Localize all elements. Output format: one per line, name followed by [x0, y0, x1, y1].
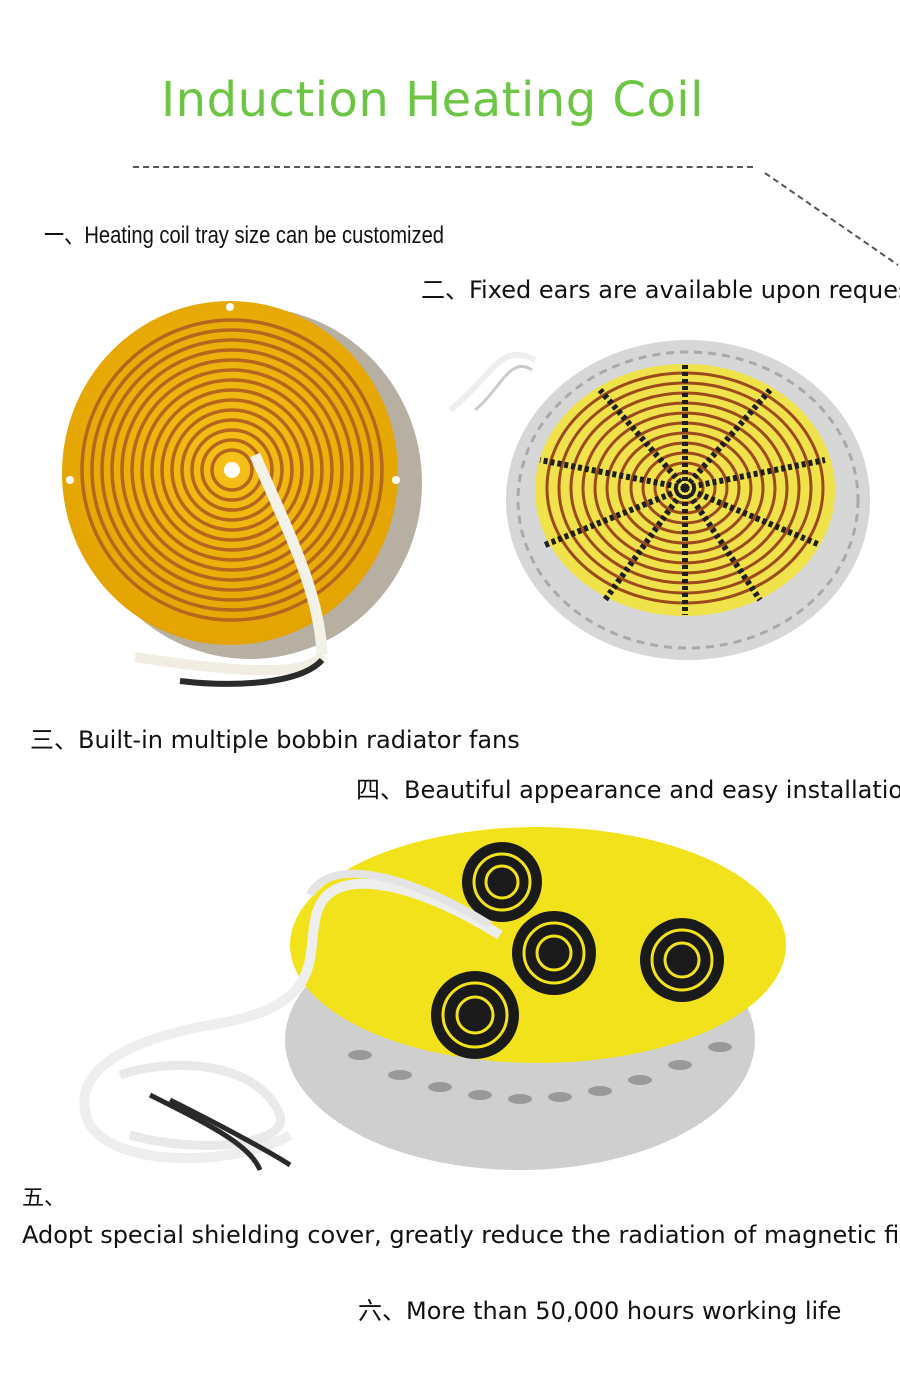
coil-with-ears-image	[448, 340, 870, 660]
diagonal-divider	[764, 172, 899, 266]
feature-2-text: 二、Fixed ears are available upon request	[421, 276, 900, 304]
shielded-coil-unit-image	[79, 827, 786, 1172]
page-title: Induction Heating Coil	[161, 72, 704, 128]
coil-tray-image	[62, 301, 422, 687]
feature-6-text: 六、More than 50,000 hours working life	[358, 1297, 842, 1325]
title-divider	[133, 166, 753, 168]
feature-1-text: 一、Heating coil tray size can be customiz…	[44, 222, 445, 249]
feature-5-number: 五、	[22, 1186, 67, 1211]
feature-3-text: 三、Built-in multiple bobbin radiator fans	[30, 726, 520, 754]
feature-4-text: 四、Beautiful appearance and easy installa…	[356, 776, 900, 804]
feature-5-text: Adopt special shielding cover, greatly r…	[22, 1221, 900, 1249]
